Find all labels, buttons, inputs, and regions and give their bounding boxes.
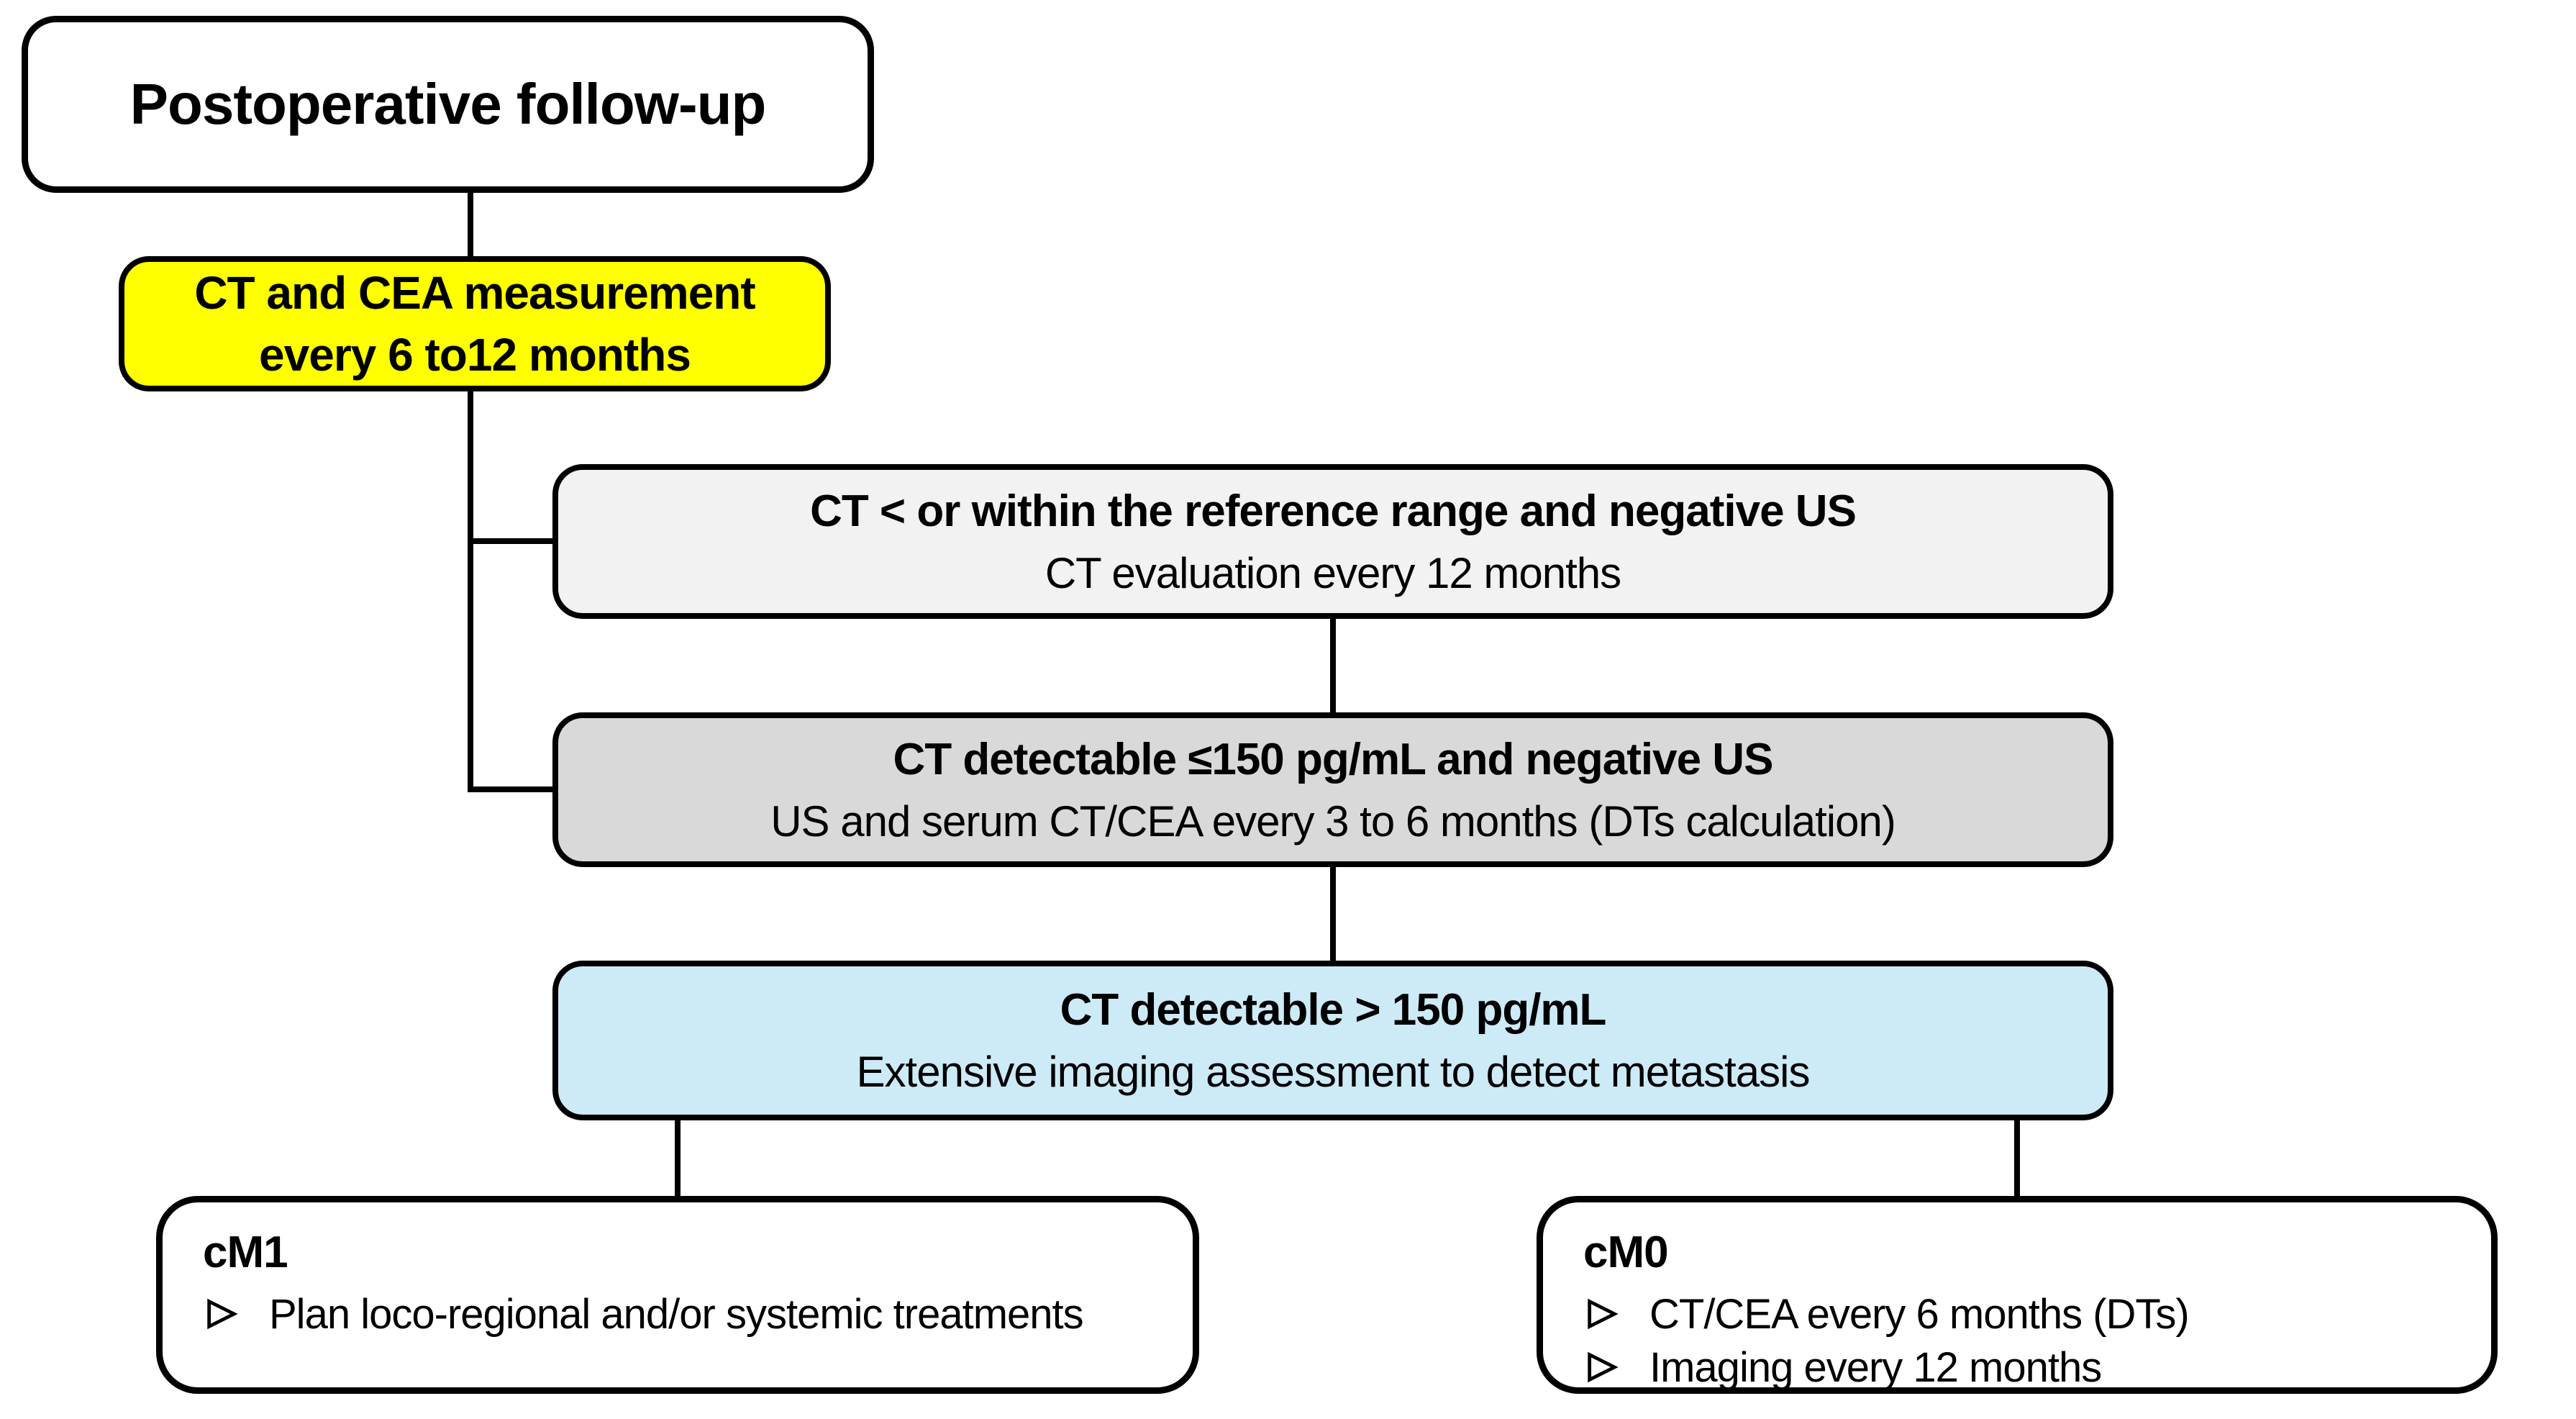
connector-branch-within-range xyxy=(470,538,557,544)
detectable-low-action: US and serum CT/CEA every 3 to 6 months … xyxy=(770,797,1896,845)
cm1-node: cM1 Plan loco-regional and/or systemic t… xyxy=(156,1196,1199,1394)
within-range-condition: CT < or within the reference range and n… xyxy=(810,486,1857,536)
cm1-bullet-item: Plan loco-regional and/or systemic treat… xyxy=(203,1288,1084,1341)
cm1-title: cM1 xyxy=(203,1228,288,1277)
connector-range-to-low xyxy=(1330,616,1336,715)
ct-within-range-node: CT < or within the reference range and n… xyxy=(552,464,2113,619)
detectable-high-action: Extensive imaging assessment to detect m… xyxy=(856,1048,1811,1096)
connector-measurement-stem xyxy=(468,389,473,792)
detectable-high-condition: CT detectable > 150 pg/mL xyxy=(1060,985,1607,1035)
connector-low-to-high xyxy=(1330,864,1336,964)
cm0-title: cM0 xyxy=(1583,1228,1669,1277)
ct-detectable-low-node: CT detectable ≤150 pg/mL and negative US… xyxy=(552,712,2113,867)
connector-high-to-cm1 xyxy=(675,1117,681,1199)
connector-high-to-cm0 xyxy=(2014,1117,2020,1199)
postoperative-follow-up-label: Postoperative follow-up xyxy=(129,72,767,136)
postoperative-follow-up-node: Postoperative follow-up xyxy=(22,16,874,193)
arrow-bullet-icon xyxy=(1583,1288,1649,1333)
cm0-bullet-item: Imaging every 12 months xyxy=(1583,1341,2102,1395)
connector-branch-detectable-low xyxy=(470,786,557,792)
arrow-bullet-icon xyxy=(1583,1341,1649,1386)
cm1-bullet-text: Plan loco-regional and/or systemic treat… xyxy=(269,1291,1084,1338)
arrow-bullet-icon xyxy=(203,1288,269,1333)
detectable-low-condition: CT detectable ≤150 pg/mL and negative US xyxy=(893,734,1774,784)
cm0-bullet-item: CT/CEA every 6 months (DTs) xyxy=(1583,1288,2190,1341)
connector-postop-to-measurement xyxy=(468,190,473,259)
measurement-line1: CT and CEA measurement xyxy=(194,266,755,319)
cm0-bullet-text: CT/CEA every 6 months (DTs) xyxy=(1649,1291,2190,1338)
within-range-action: CT evaluation every 12 months xyxy=(1044,548,1621,597)
cm0-node: cM0 CT/CEA every 6 months (DTs) Imaging … xyxy=(1537,1196,2498,1394)
measurement-line2: every 6 to12 months xyxy=(259,329,691,381)
ct-detectable-high-node: CT detectable > 150 pg/mL Extensive imag… xyxy=(552,961,2113,1120)
ct-cea-measurement-node: CT and CEA measurement every 6 to12 mont… xyxy=(119,256,831,391)
cm0-bullet-text: Imaging every 12 months xyxy=(1649,1344,2102,1392)
